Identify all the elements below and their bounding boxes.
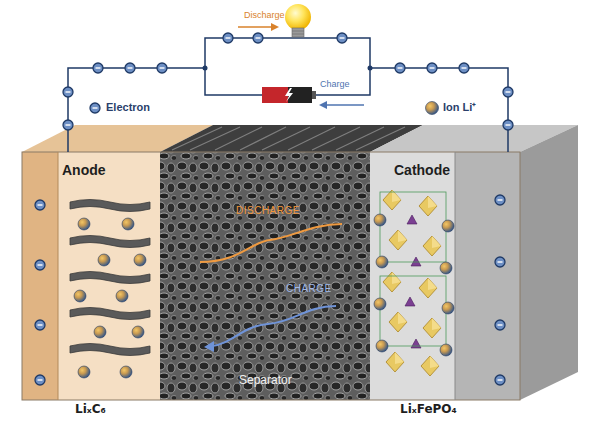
circuit-wire — [68, 38, 508, 152]
separator-region: Separator — [160, 152, 370, 400]
flow-label: Discharge — [244, 10, 285, 20]
flow-label: Charge — [320, 79, 350, 89]
formula-label: LiₓFePO₄ — [400, 403, 457, 417]
ion-icon — [426, 102, 439, 115]
cathode-region: Cathode — [370, 152, 520, 400]
anode-region: Anode — [22, 152, 160, 400]
anode-label: Anode — [62, 162, 106, 178]
legend-label: Ion Li⁺ — [443, 101, 476, 114]
separator-label: Separator — [239, 374, 292, 388]
ion-path-label: CHARGE — [286, 283, 332, 295]
electron-icon — [90, 103, 100, 113]
cathode-label: Cathode — [394, 162, 450, 178]
ion-path-label: DISCHARGE — [236, 205, 300, 217]
formula-label: LiₓC₆ — [75, 403, 106, 417]
legend-label: Electron — [106, 101, 150, 114]
